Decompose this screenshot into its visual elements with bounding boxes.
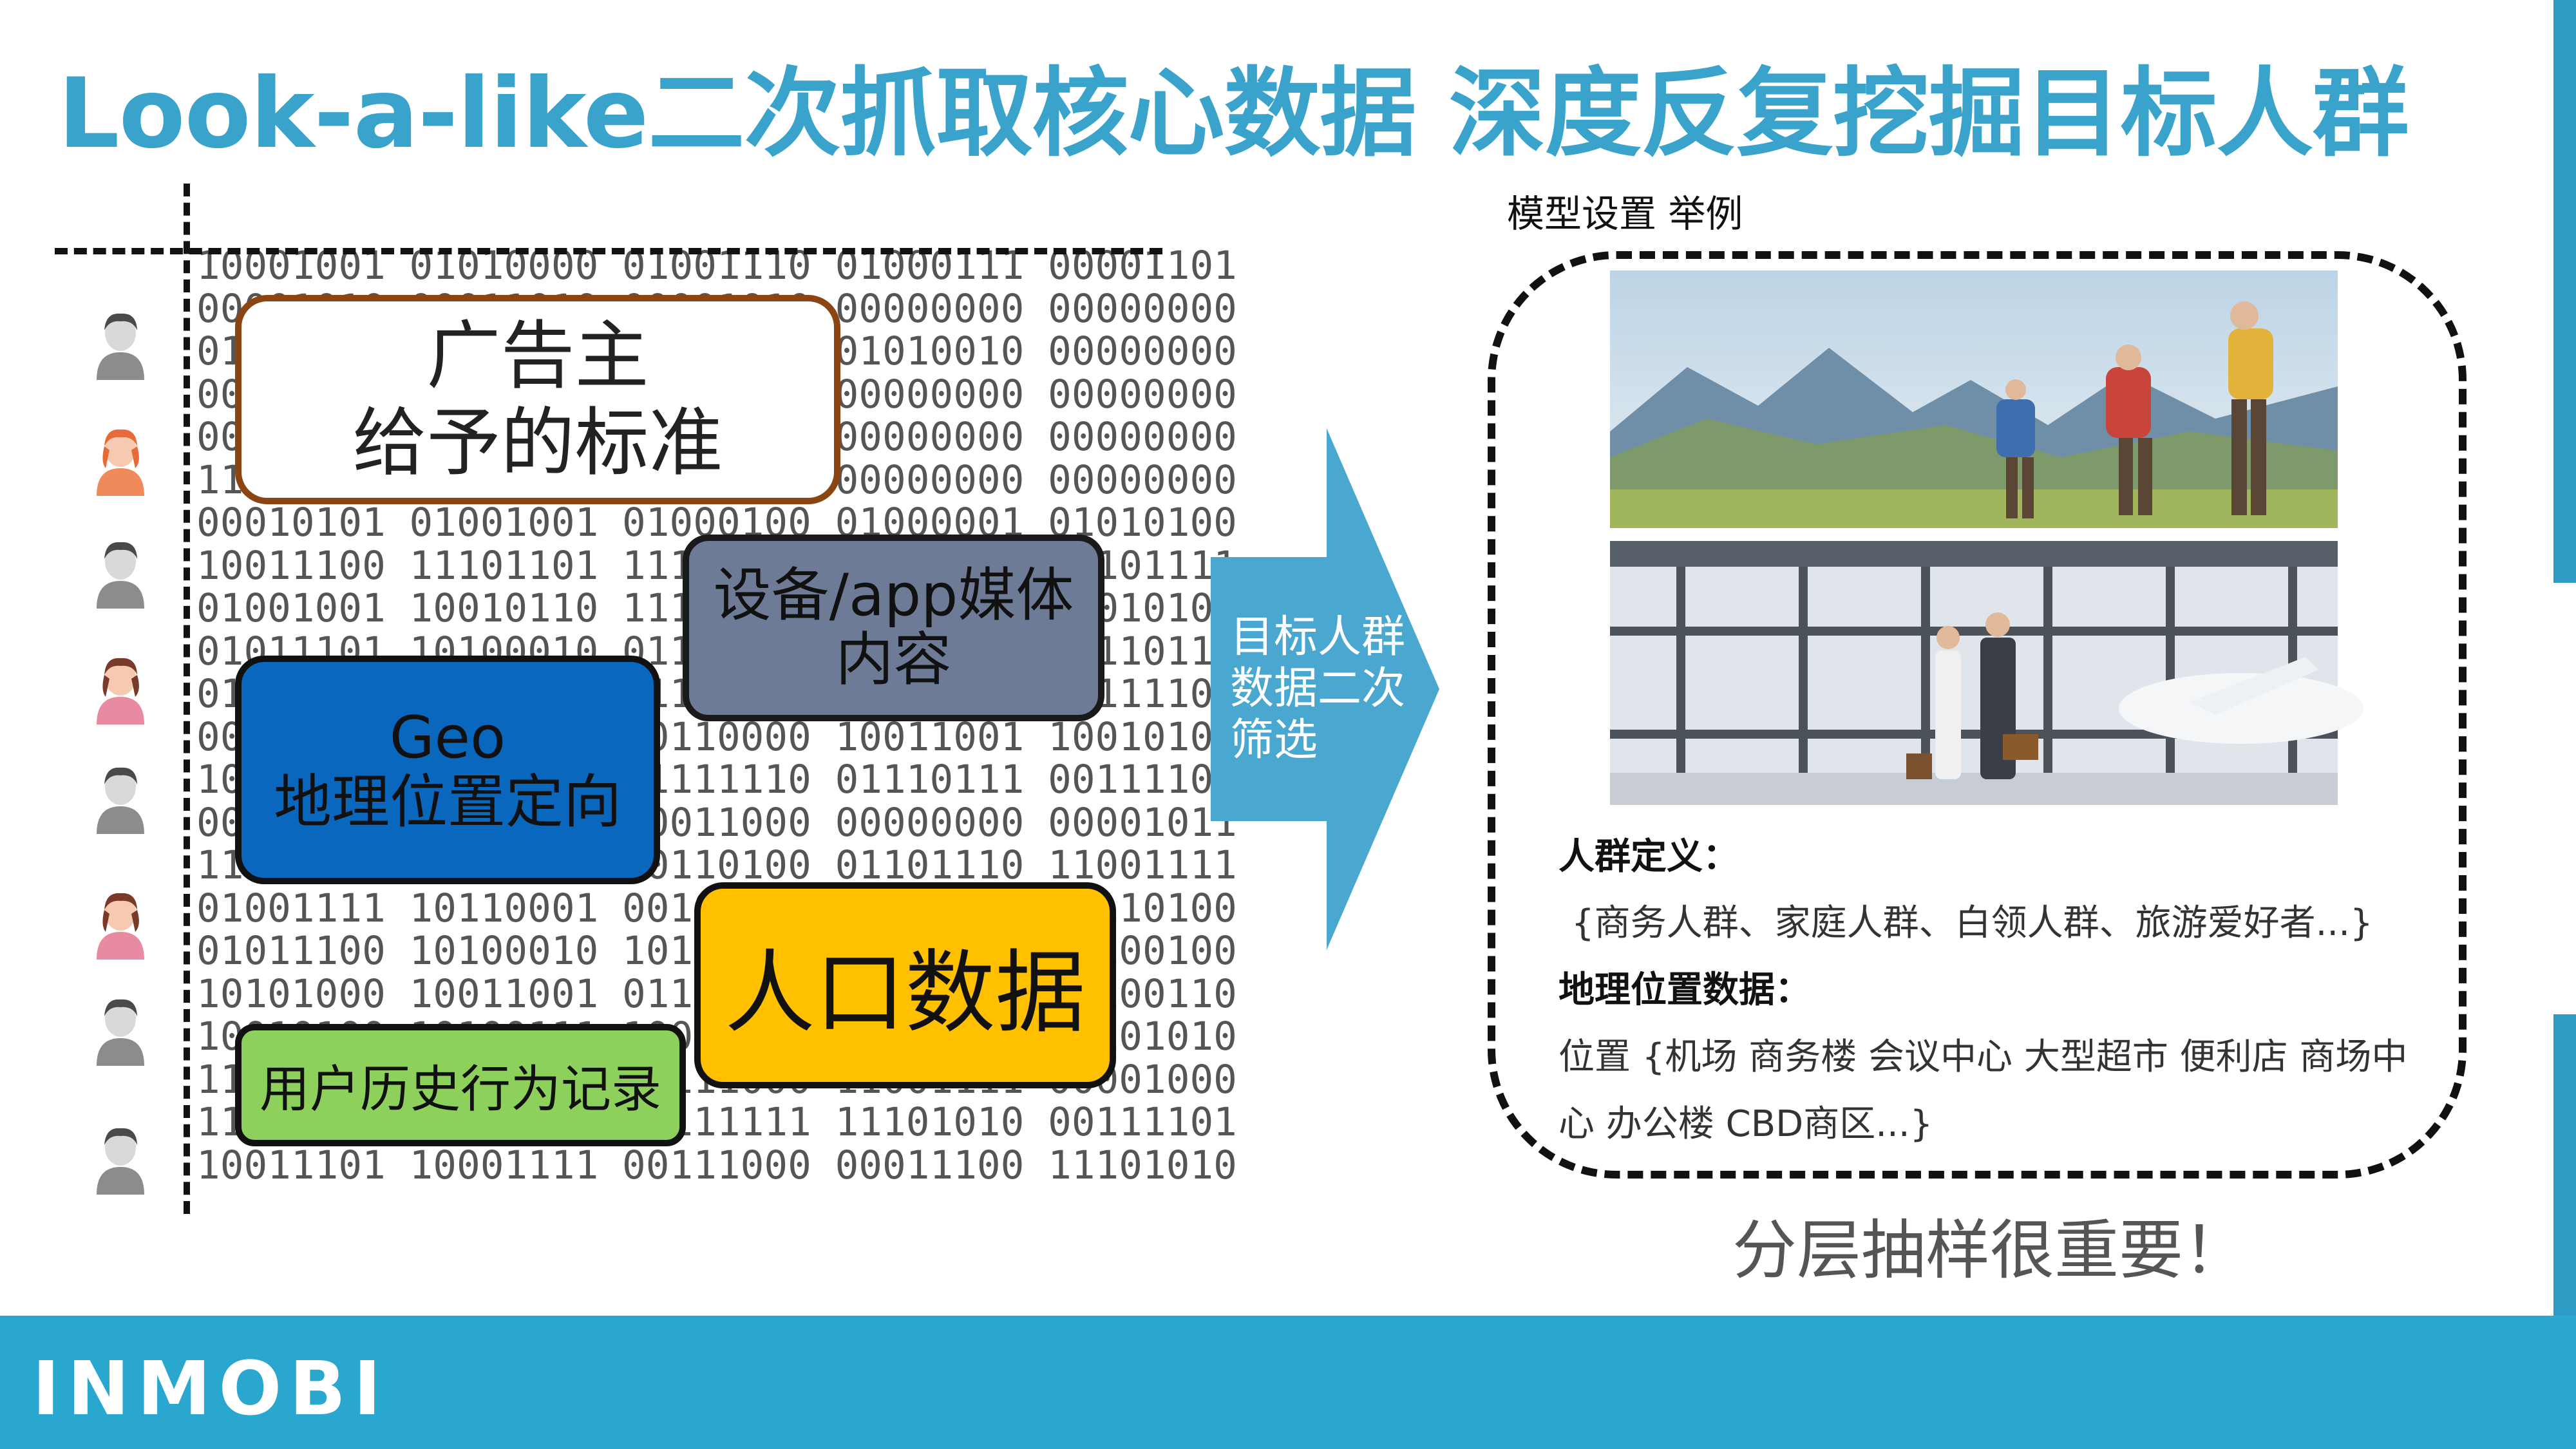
female-user-icon xyxy=(90,650,151,724)
geo-data-values: 位置 {机场 商务楼 会议中心 大型超市 便利店 商场中 xyxy=(1558,1036,2408,1078)
arrow-label-line: 数据二次 xyxy=(1230,663,1406,714)
box-label: 地理位置定向 xyxy=(274,768,621,836)
airport-business-photo xyxy=(1610,541,2363,805)
crowd-definition-values: {商务人群、家庭人群、白领人群、旅游爱好者...} xyxy=(1571,902,2373,944)
arrow-label-line: 筛选 xyxy=(1230,715,1318,766)
dashed-divider-vertical xyxy=(184,184,190,1214)
arrow-label-line: 目标人群 xyxy=(1230,612,1406,663)
geo-data-values: 心 办公楼 CBD商区...} xyxy=(1558,1103,1933,1145)
hikers-photo xyxy=(1610,270,2338,528)
advertiser-criteria-box: 广告主 给予的标准 xyxy=(235,295,840,504)
male-user-icon xyxy=(90,1121,151,1195)
right-arrow-icon xyxy=(1211,428,1439,950)
binary-row: 10011101 10001111 00111000 00011100 1110… xyxy=(196,1142,1237,1188)
arrow-label: 目标人群 数据二次 筛选 xyxy=(1230,612,1405,766)
female-user-icon xyxy=(90,422,151,496)
dashed-divider-horizontal xyxy=(55,248,1162,254)
demographic-data-box: 人口数据 xyxy=(694,882,1116,1088)
box-label: Geo xyxy=(389,703,506,772)
user-history-box: 用户历史行为记录 xyxy=(235,1024,686,1146)
side-accent-bar xyxy=(2553,0,2576,583)
box-label: 用户历史行为记录 xyxy=(259,1061,661,1119)
male-user-icon xyxy=(90,992,151,1066)
footer-bar xyxy=(0,1316,2576,1449)
crowd-definition-heading: 人群定义： xyxy=(1558,836,1739,878)
female-user-icon xyxy=(90,886,151,960)
model-example-label: 模型设置 举例 xyxy=(1507,192,1743,236)
male-user-icon xyxy=(90,760,151,834)
inmobi-logo: INMOBI xyxy=(32,1346,389,1432)
device-app-media-box: 设备/app媒体 内容 xyxy=(683,535,1104,721)
stratified-sampling-note: 分层抽样很重要！ xyxy=(1732,1213,2248,1288)
box-label: 给予的标准 xyxy=(352,399,723,486)
box-label: 广告主 xyxy=(426,312,649,399)
box-label: 设备/app媒体 xyxy=(713,562,1074,629)
male-user-icon xyxy=(90,306,151,380)
geo-targeting-box: Geo 地理位置定向 xyxy=(235,656,660,884)
slide-title: Look-a-like二次抓取核心数据 深度反复挖掘目标人群 xyxy=(58,58,2409,170)
example-dashed-frame xyxy=(1488,251,2467,1179)
side-accent-bar xyxy=(2553,1014,2576,1317)
box-label: 内容 xyxy=(835,626,952,694)
box-label: 人口数据 xyxy=(724,941,1086,1046)
geo-data-heading: 地理位置数据： xyxy=(1558,969,1811,1011)
male-user-icon xyxy=(90,535,151,609)
